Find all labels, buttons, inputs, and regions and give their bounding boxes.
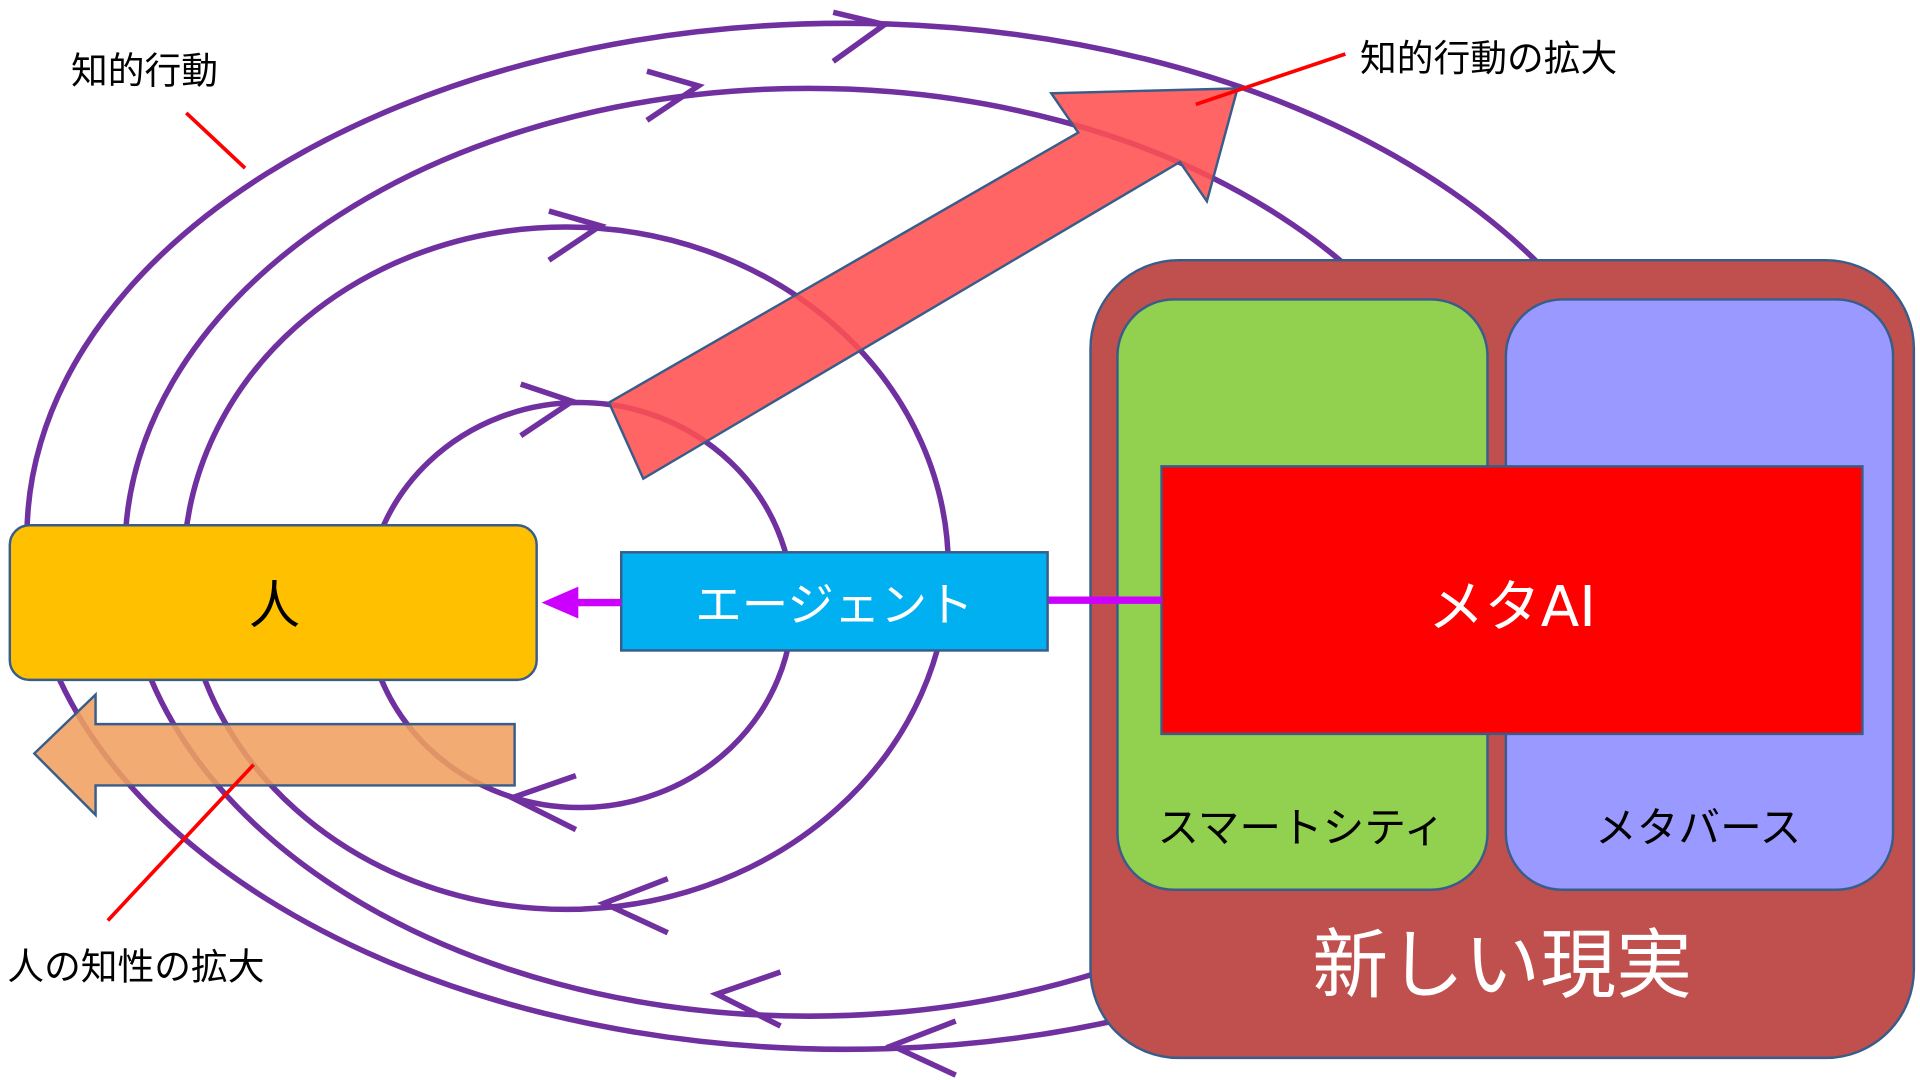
intelligent-action-expansion-label: 知的行動の拡大 — [1360, 37, 1617, 80]
chevron-right-icon — [645, 68, 705, 123]
chevron-right-icon — [547, 208, 607, 263]
smart-city-label: スマートシティ — [1157, 803, 1445, 852]
chevron-left-icon — [596, 876, 669, 936]
intelligent-action-label: 知的行動 — [71, 49, 218, 92]
intelligent-action-expansion-arrow — [607, 87, 1240, 481]
new-reality-label: 新しい現実 — [1312, 921, 1692, 1010]
chevron-right-icon — [519, 381, 579, 438]
human-intelligence-expansion-label: 人の知性の拡大 — [7, 945, 264, 988]
chevron-right-icon — [831, 9, 892, 64]
intelligent-action-expansion-callout-line — [1195, 52, 1346, 107]
callout-lines — [106, 52, 1346, 922]
intelligent-action-callout-line — [184, 111, 247, 170]
human-box — [8, 524, 538, 682]
chevron-left-icon — [505, 773, 578, 833]
agent-label: エージェント — [695, 578, 973, 632]
metaverse-label: メタバース — [1595, 803, 1801, 852]
human-intelligence-expansion-callout-line — [106, 763, 255, 922]
human-label: 人 — [249, 576, 300, 636]
arrow-left-icon — [541, 586, 579, 619]
orbit-direction-arrows — [505, 9, 957, 1078]
agent-to-human-arrow — [541, 586, 622, 619]
chevron-left-icon — [884, 1018, 957, 1078]
human-intelligence-expansion-arrow — [32, 691, 516, 818]
meta-ai-box — [1160, 465, 1864, 736]
meta-ai-label: メタAI — [1428, 575, 1596, 640]
chevron-left-icon — [709, 969, 782, 1029]
agent-box — [619, 551, 1049, 652]
